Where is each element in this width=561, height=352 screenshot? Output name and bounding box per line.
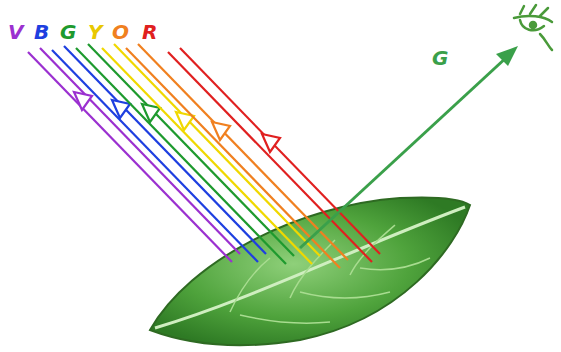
color-letter: R <box>142 22 157 42</box>
color-letter: Y <box>88 22 102 42</box>
color-letter: G <box>432 48 448 68</box>
color-letter: O <box>112 22 129 42</box>
incident-rays <box>28 44 380 268</box>
color-letter: V <box>8 22 23 42</box>
color-letter: B <box>34 22 49 42</box>
eye-icon <box>514 5 552 50</box>
reflected-ray <box>300 46 518 248</box>
color-letter: G <box>60 22 76 42</box>
